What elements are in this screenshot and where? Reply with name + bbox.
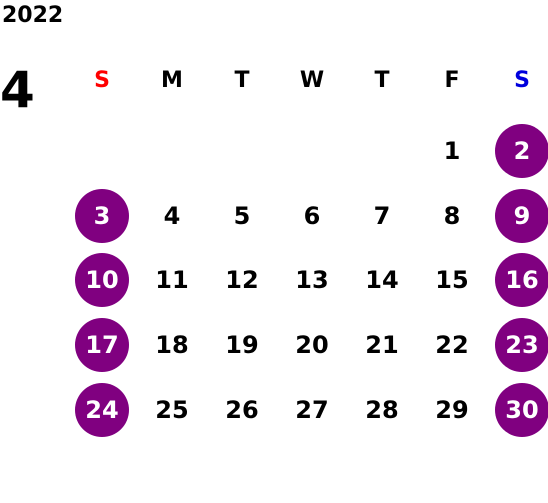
month-number: 4 <box>0 61 35 119</box>
day-cell[interactable]: 8 <box>443 202 461 230</box>
day-cell[interactable]: 26 <box>225 396 259 424</box>
weekday-wednesday: W <box>299 68 325 93</box>
day-cell[interactable]: 21 <box>365 331 399 359</box>
day-cell[interactable]: 15 <box>435 266 469 294</box>
day-cell[interactable]: 13 <box>295 266 329 294</box>
day-cell[interactable]: 7 <box>373 202 391 230</box>
day-cell-highlighted[interactable]: 3 <box>75 189 129 243</box>
year-label: 2022 <box>2 3 64 28</box>
day-cell[interactable]: 14 <box>365 266 399 294</box>
weekday-saturday: S <box>514 68 530 93</box>
day-cell-highlighted[interactable]: 24 <box>75 383 129 437</box>
day-cell-highlighted[interactable]: 16 <box>495 253 548 307</box>
day-cell[interactable]: 20 <box>295 331 329 359</box>
day-cell[interactable]: 22 <box>435 331 469 359</box>
weekday-sunday: S <box>94 68 110 93</box>
weekday-monday: M <box>161 68 183 93</box>
day-cell-highlighted[interactable]: 23 <box>495 318 548 372</box>
day-cell[interactable]: 29 <box>435 396 469 424</box>
day-cell[interactable]: 27 <box>295 396 329 424</box>
day-cell[interactable]: 11 <box>155 266 189 294</box>
day-cell[interactable]: 28 <box>365 396 399 424</box>
day-cell-highlighted[interactable]: 2 <box>495 124 548 178</box>
day-cell-highlighted[interactable]: 30 <box>495 383 548 437</box>
day-cell[interactable]: 4 <box>163 202 181 230</box>
day-cell-highlighted[interactable]: 9 <box>495 189 548 243</box>
day-cell[interactable]: 5 <box>233 202 251 230</box>
day-cell-highlighted[interactable]: 17 <box>75 318 129 372</box>
day-cell[interactable]: 18 <box>155 331 189 359</box>
day-cell[interactable]: 1 <box>443 137 461 165</box>
weekday-friday: F <box>444 68 460 93</box>
day-cell-highlighted[interactable]: 10 <box>75 253 129 307</box>
weekday-thursday: T <box>374 68 390 93</box>
day-cell[interactable]: 25 <box>155 396 189 424</box>
day-cell[interactable]: 19 <box>225 331 259 359</box>
day-cell[interactable]: 12 <box>225 266 259 294</box>
weekday-tuesday: T <box>234 68 250 93</box>
day-cell[interactable]: 6 <box>303 202 321 230</box>
